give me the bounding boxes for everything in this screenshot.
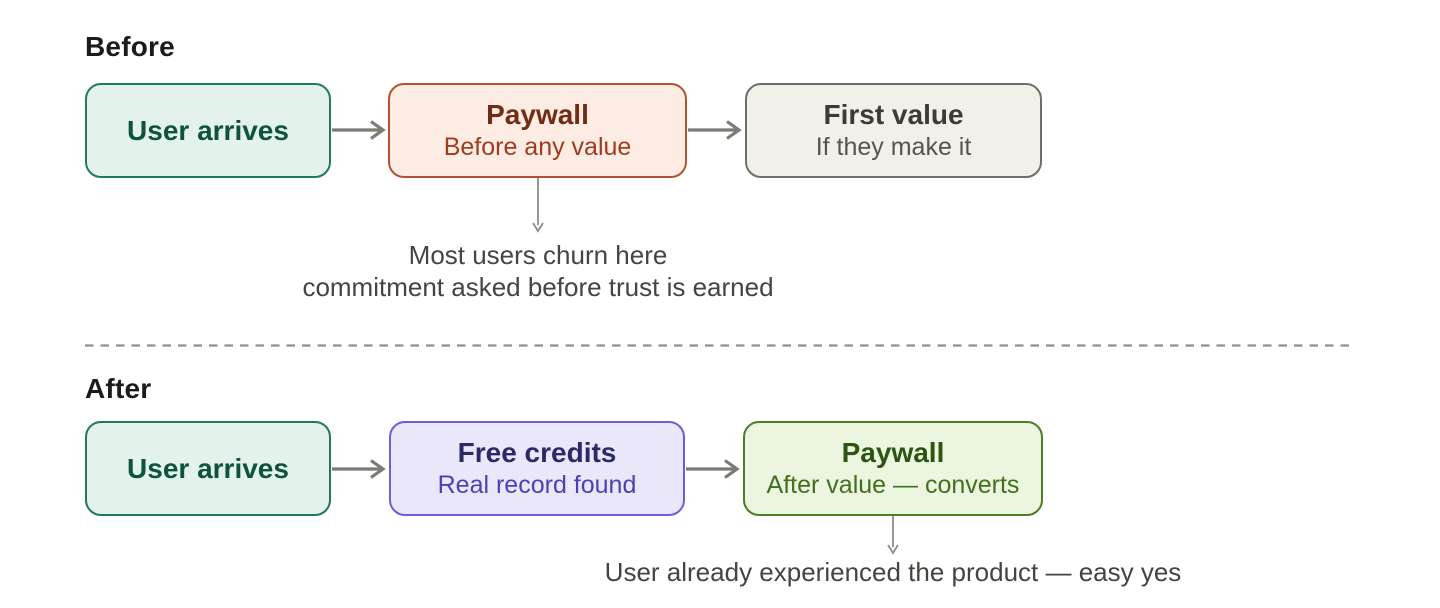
annotation-line: User already experienced the product — e… — [604, 557, 1182, 587]
node-title: Paywall — [486, 99, 589, 130]
flow-arrow-icon — [686, 459, 740, 479]
node-free-credits: Free credits Real record found — [389, 421, 685, 516]
node-title: User arrives — [127, 452, 289, 484]
section-label-after: After — [85, 373, 152, 404]
node-title: First value — [823, 99, 964, 130]
node-subtitle: After value — converts — [766, 471, 1020, 499]
node-subtitle: If they make it — [815, 133, 972, 161]
node-subtitle: Real record found — [437, 471, 637, 499]
annotation-line: commitment asked before trust is earned — [302, 272, 774, 302]
flow-arrow-icon — [688, 120, 742, 140]
section-divider — [85, 344, 1356, 347]
flow-arrow-icon — [332, 459, 386, 479]
node-title: Paywall — [841, 437, 945, 468]
flow-arrow-icon — [332, 120, 386, 140]
node-first-value: First value If they make it — [745, 83, 1042, 178]
annotation-converts: User already experienced the product — e… — [543, 556, 1243, 588]
node-subtitle: Before any value — [443, 133, 632, 161]
node-paywall-before: Paywall Before any value — [388, 83, 687, 178]
node-title: Free credits — [457, 437, 617, 468]
node-user-arrives-before: User arrives — [85, 83, 331, 178]
node-user-arrives-after: User arrives — [85, 421, 331, 516]
annotation-churn: Most users churn here commitment asked b… — [238, 239, 838, 303]
node-paywall-after: Paywall After value — converts — [743, 421, 1043, 516]
annotation-line: Most users churn here — [408, 240, 668, 270]
section-label-before: Before — [85, 31, 175, 62]
churn-down-arrow-icon — [532, 178, 544, 233]
convert-down-arrow-icon — [887, 516, 899, 555]
node-title: User arrives — [127, 114, 289, 146]
